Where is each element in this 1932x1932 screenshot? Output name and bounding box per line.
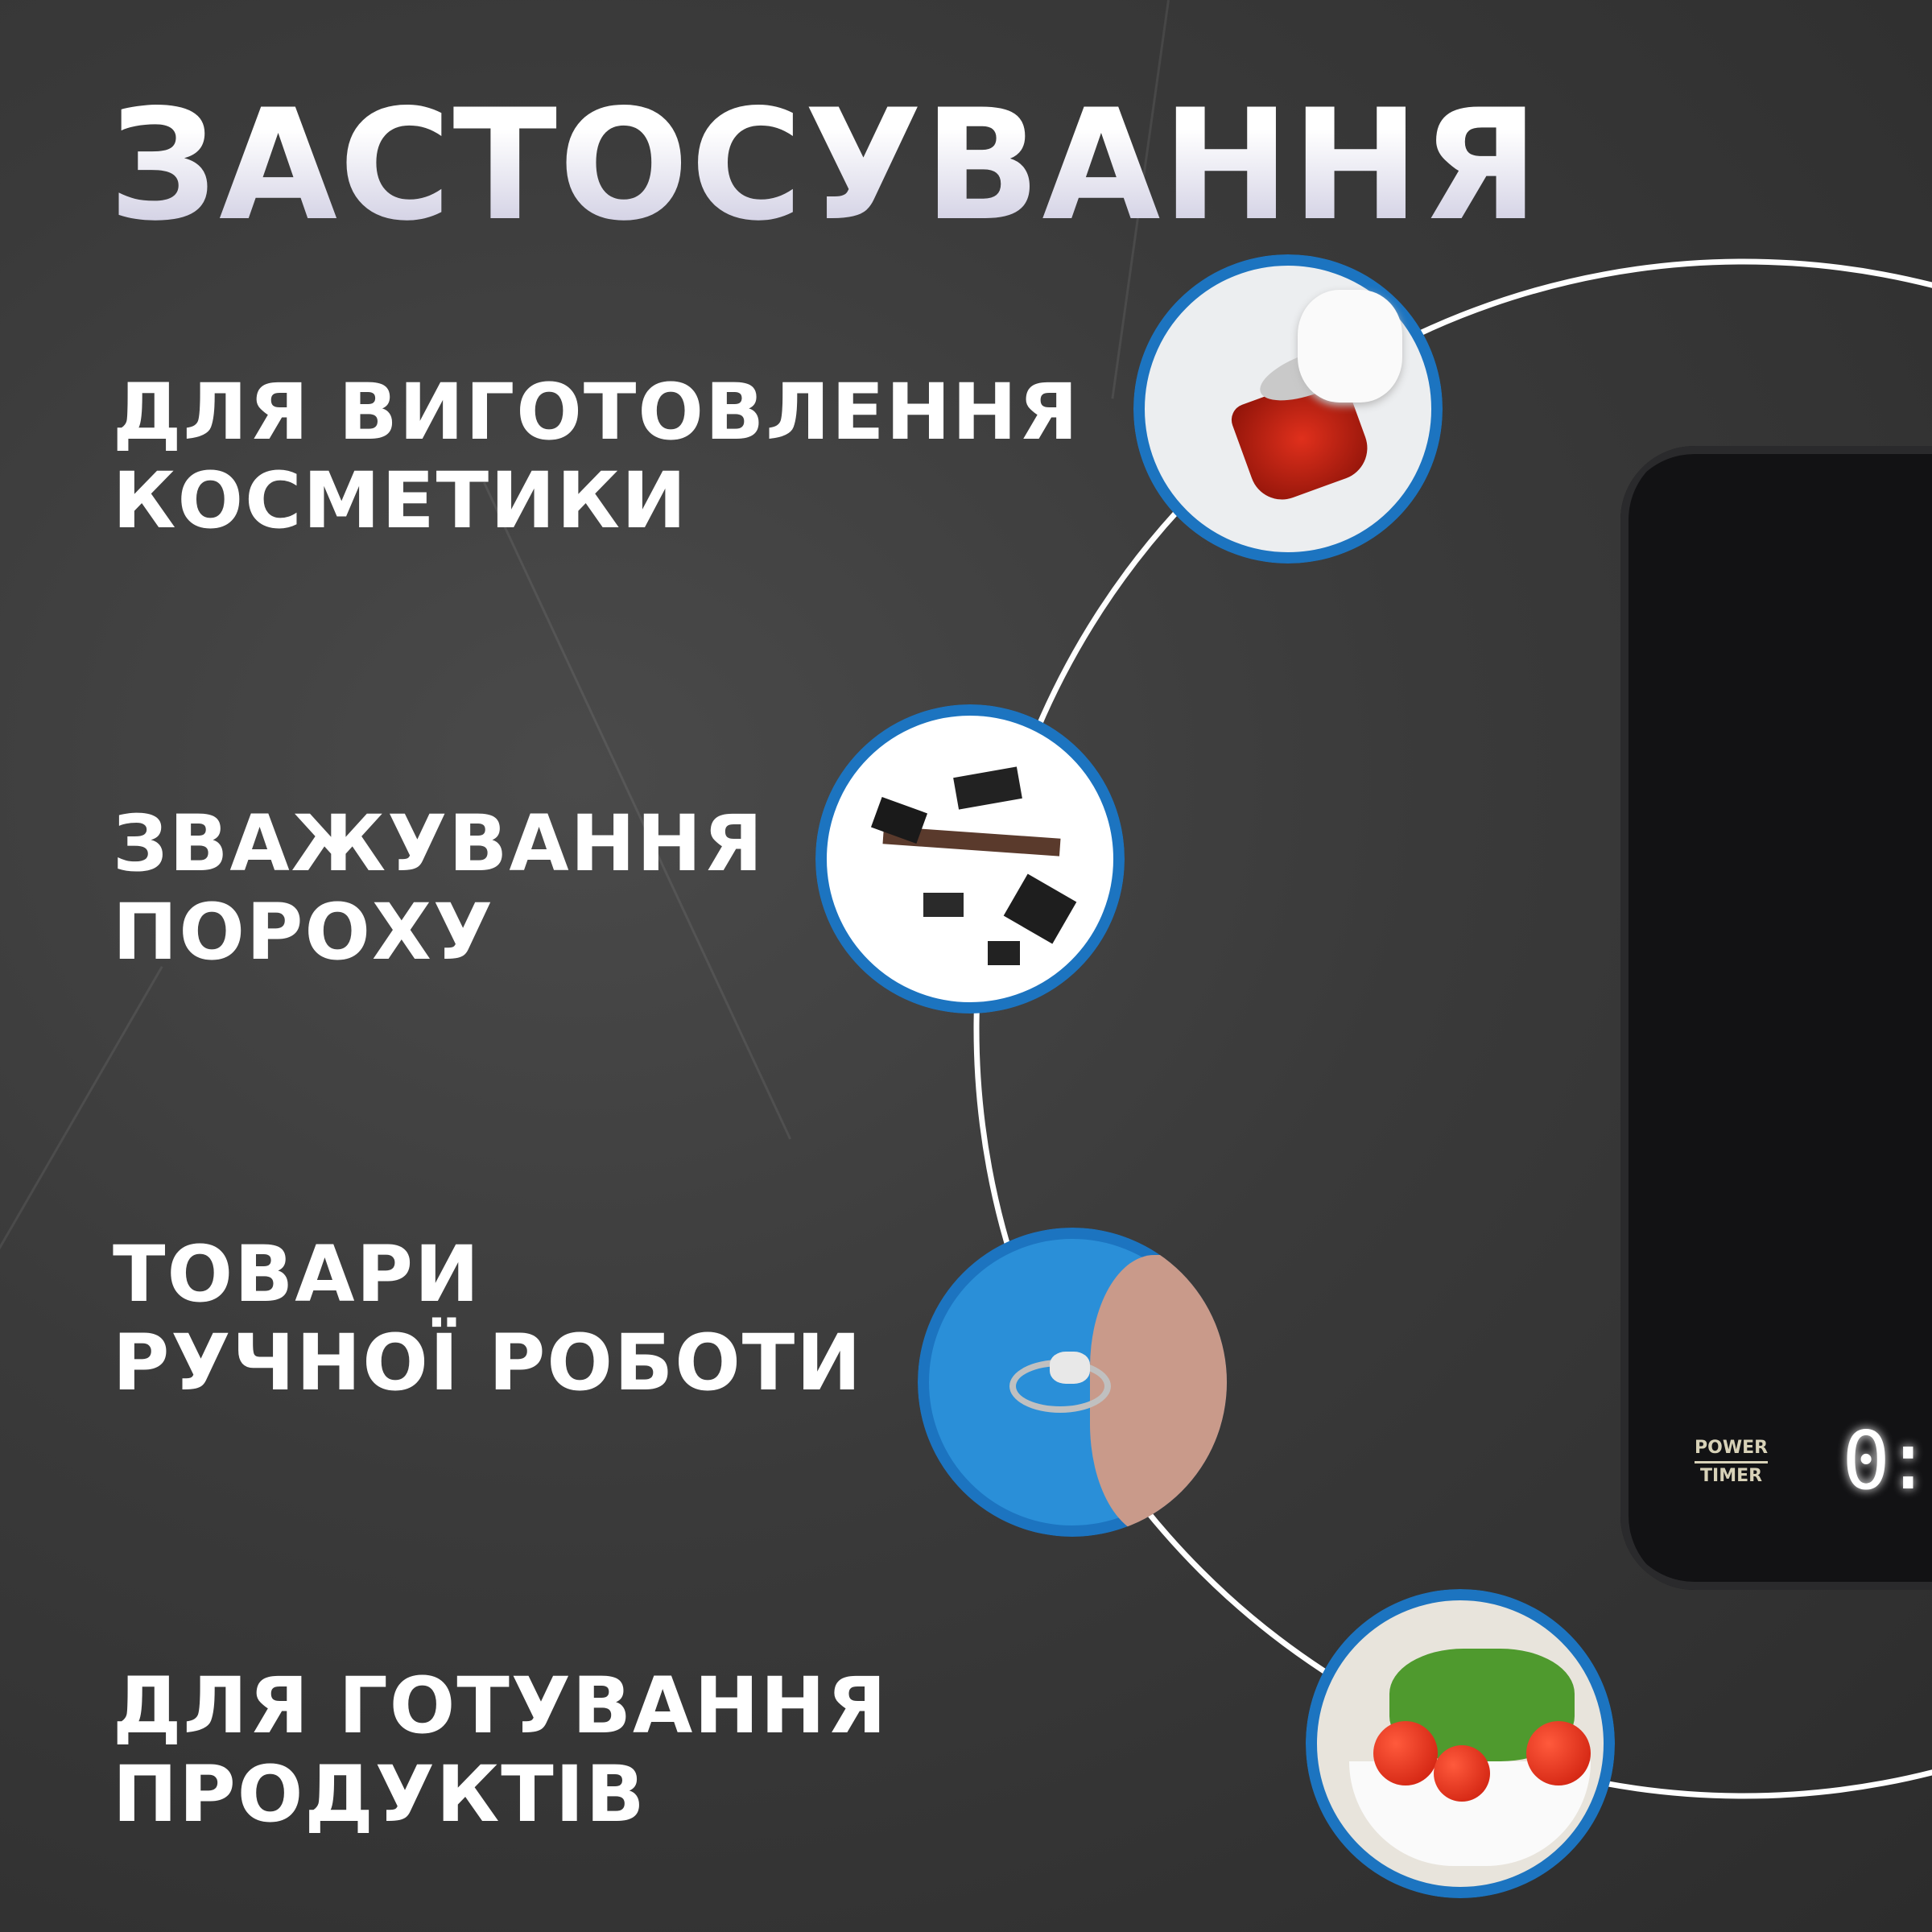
charcoal-piece xyxy=(923,893,964,917)
ring-stone xyxy=(1050,1352,1090,1384)
usage-item-cooking: ДЛЯ ГОТУВАННЯ ПРОДУКТІВ xyxy=(113,1662,888,1839)
item-line: ДЛЯ ВИГОТОВЛЕННЯ xyxy=(113,367,1080,457)
tomato xyxy=(1373,1721,1438,1785)
item-line: РУЧНОЇ РОБОТИ xyxy=(113,1318,863,1408)
charcoal-piece xyxy=(1003,873,1077,944)
vegetables-photo xyxy=(1306,1589,1615,1898)
charcoal-photo xyxy=(815,704,1125,1013)
divider xyxy=(1695,1461,1769,1463)
item-line: ПОРОХУ xyxy=(113,887,494,977)
tomato xyxy=(1526,1721,1591,1785)
usage-item-handmade: ТОВАРИ РУЧНОЇ РОБОТИ xyxy=(113,1230,863,1407)
power-label: POWER xyxy=(1695,1438,1769,1458)
charcoal-piece xyxy=(988,941,1020,965)
item-line: ЗВАЖУВАННЯ xyxy=(113,799,765,889)
connector-arc xyxy=(973,258,1932,1799)
scale-display: 0: xyxy=(1842,1414,1932,1508)
charcoal-piece xyxy=(870,796,928,844)
usage-item-cosmetics: ДЛЯ ВИГОТОВЛЕННЯ КОСМЕТИКИ xyxy=(113,368,1080,545)
usage-item-powder: ЗВАЖУВАННЯ ПОРОХУ xyxy=(113,799,764,976)
cosmetics-photo xyxy=(1133,254,1443,564)
item-line: ПРОДУКТІВ xyxy=(113,1749,646,1839)
item-line: ТОВАРИ xyxy=(113,1229,481,1319)
power-timer-button: POWER TIMER xyxy=(1695,1437,1769,1488)
ring-photo xyxy=(918,1228,1227,1537)
item-line: КОСМЕТИКИ xyxy=(113,456,688,546)
page-title: ЗАСТОСУВАННЯ xyxy=(109,76,1541,254)
connector-arc-circle xyxy=(973,258,1932,1799)
gloved-hand xyxy=(1298,290,1402,402)
charcoal-piece xyxy=(953,766,1022,810)
tomato xyxy=(1434,1745,1490,1802)
item-line: ДЛЯ ГОТУВАННЯ xyxy=(113,1661,888,1751)
kitchen-scale xyxy=(1620,446,1932,1590)
timer-label: TIMER xyxy=(1700,1466,1763,1486)
